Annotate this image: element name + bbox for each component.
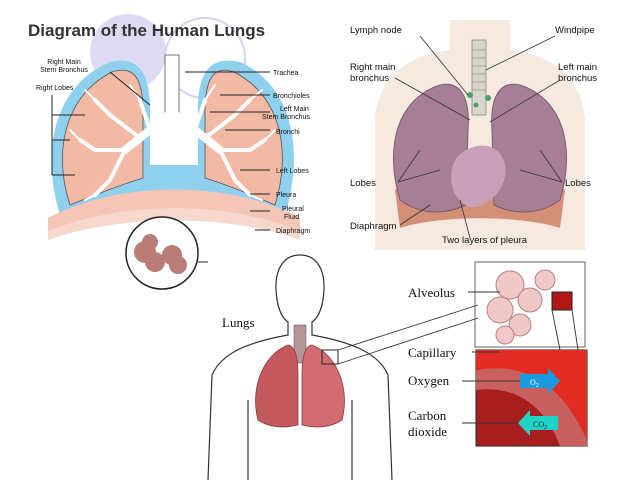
person-left-lung: [301, 344, 345, 428]
label-carbon-dioxide: dioxide: [408, 424, 447, 439]
lymph-nodes: [467, 92, 491, 108]
label-right-main-bronchus: bronchus: [350, 73, 389, 84]
label-trachea: Trachea: [273, 70, 299, 77]
label-lobes-left-side: Lobes: [565, 178, 591, 189]
label-diaphragm: Diaphragm: [276, 228, 310, 235]
panel-title: Diagram of the Human Lungs: [28, 21, 265, 40]
label-diaphragm: Diaphragm: [350, 221, 397, 232]
label-right-main-stem-bronchus: Stem Bronchus: [40, 67, 88, 74]
label-pleura: Pleura: [276, 192, 296, 199]
windpipe-rings: [472, 49, 486, 91]
person-outline: [207, 254, 393, 480]
trachea-tube: [164, 54, 180, 116]
label-right-main-bronchus: Right main: [350, 62, 395, 73]
label-lymph-node: Lymph node: [350, 25, 402, 36]
label-lungs: Lungs: [222, 315, 255, 330]
label-left-lobes: Left Lobes: [276, 168, 309, 175]
label-left-main-bronchus: bronchus: [558, 73, 597, 84]
label-left-main-stem-bronchus: Left Main: [280, 106, 309, 113]
label-capillary: Capillary: [408, 345, 457, 360]
zoom-connectors: [337, 291, 579, 424]
anatomical-right-lung: [393, 83, 469, 213]
anatomical-left-lung: [491, 83, 567, 213]
diaphragm-band: [48, 208, 300, 240]
diaphragm-band: [48, 189, 300, 232]
label-bronchioles: Bronchioles: [273, 93, 310, 100]
anatomy-labels: Lymph node Windpipe Right main bronchus …: [350, 25, 597, 246]
label-oxygen: Oxygen: [408, 373, 450, 388]
windpipe-tube: [471, 39, 487, 116]
label-right-main-stem-bronchus: Right Main: [47, 59, 81, 66]
anatomy-leader-lines: [394, 35, 563, 239]
gas-exchange-panel: Lungs O2 CO2: [207, 254, 588, 480]
co2-arrow: CO2: [518, 410, 558, 436]
capillary-wall: [476, 368, 587, 446]
person-right-lung: [255, 344, 299, 428]
heart-pleura-area: [451, 145, 506, 208]
label-two-layers-of-pleura: Two layers of pleura: [442, 235, 528, 246]
co2-arrow-label: CO2: [533, 420, 547, 431]
anatomical-lungs-panel: Lymph node Windpipe Right main bronchus …: [350, 20, 597, 250]
bronchial-tree: [69, 84, 276, 201]
person-trachea: [293, 324, 307, 364]
label-pleural-fluid: Pleural: [282, 206, 304, 213]
alveoli-cluster: [134, 234, 187, 274]
capillary-vessel: [476, 350, 587, 440]
lung-zoom-box: [321, 349, 339, 365]
arm-line: [247, 400, 353, 480]
label-left-main-bronchus: Left main: [558, 62, 597, 73]
schematic-lungs-panel: Diagram of the Human Lungs: [28, 14, 310, 290]
oxygen-arrow-label: O2: [530, 378, 539, 389]
label-carbon-dioxide: Carbon: [408, 408, 447, 423]
oxygen-arrow: O2: [520, 368, 560, 394]
label-windpipe: Windpipe: [555, 25, 595, 36]
leader-lines: [51, 71, 270, 231]
label-bronchi: Bronchi: [276, 129, 300, 136]
label-right-lobes: Right Lobes: [36, 85, 74, 92]
label-alveolus: Alveolus: [408, 285, 455, 300]
alveolus-focus-box: [551, 291, 573, 311]
exchange-labels: Alveolus Capillary Oxygen Carbon dioxide: [408, 285, 457, 439]
alveolus-sacs: [486, 269, 556, 345]
label-left-main-stem-bronchus: Stem Bronchus: [262, 114, 310, 121]
label-pleural-fluid: Fluid: [284, 214, 299, 221]
schematic-labels: Right Main Stem Bronchus Right Lobes Tra…: [36, 59, 310, 235]
label-lobes-right-side: Lobes: [350, 178, 376, 189]
